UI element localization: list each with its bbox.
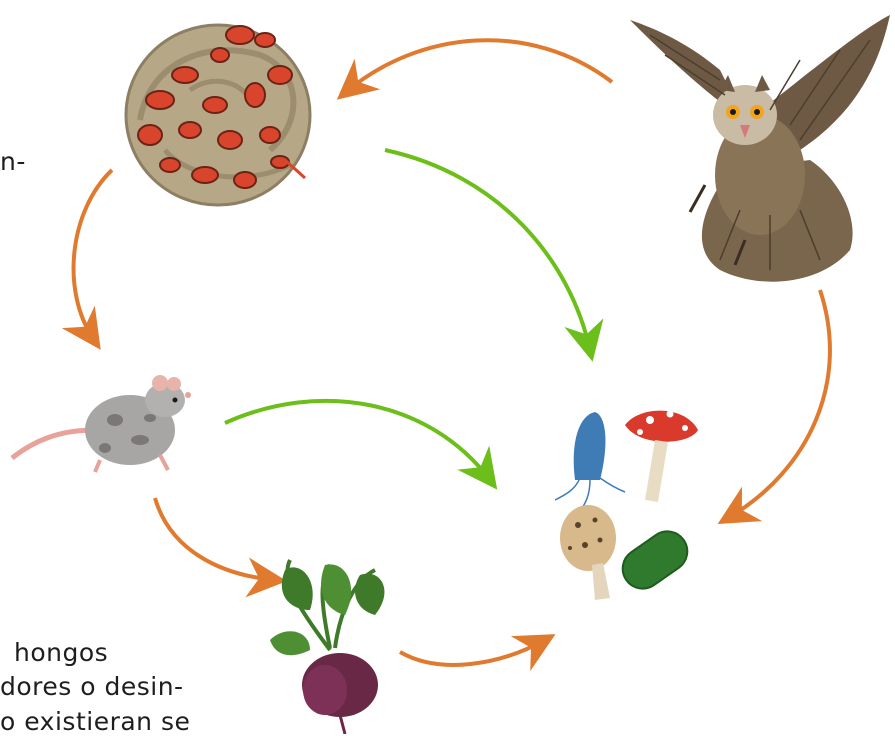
- beet-image: [270, 560, 384, 734]
- arrow-beet-to-decomposers: [400, 640, 545, 665]
- text-fragment-top-left: n-: [0, 147, 26, 176]
- text-fragment-bottom-line2: dores o desin-: [0, 672, 184, 701]
- snake-image: [126, 25, 310, 205]
- arrow-owl-to-decomposers: [728, 290, 830, 518]
- text-fragment-bottom-line1: hongos: [14, 638, 108, 667]
- owl-image: [630, 15, 890, 282]
- rat-image: [12, 375, 191, 472]
- text-fragment-bottom-line3: o existieran se: [0, 707, 190, 736]
- arrow-rat-to-beet: [155, 498, 275, 580]
- arrow-rat-to-decomposers: [225, 401, 490, 480]
- arrow-owl-to-snake: [346, 40, 612, 92]
- arrow-snake-to-decomposers: [385, 150, 590, 350]
- arrow-snake-to-rat: [74, 170, 112, 340]
- decomposers-image: [555, 411, 698, 601]
